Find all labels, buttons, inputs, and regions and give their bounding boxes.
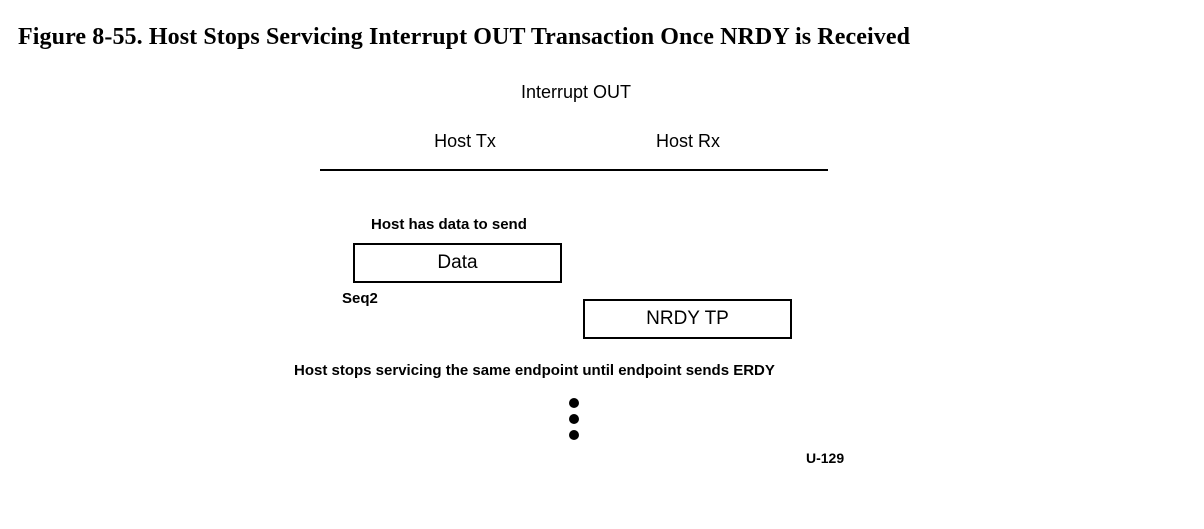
column-header-host-tx: Host Tx (434, 131, 496, 151)
diagram-title: Interrupt OUT (520, 82, 632, 102)
ellipsis-dot (568, 398, 579, 408)
header-separator-rule (320, 169, 828, 171)
packet-box-nrdy-tp: NRDY TP (583, 299, 792, 339)
vertical-ellipsis-icon (568, 398, 579, 440)
ellipsis-dot (568, 414, 579, 424)
annotation-seq2: Seq2 (342, 290, 378, 307)
ellipsis-dot (568, 430, 579, 440)
annotation-host-has-data: Host has data to send (371, 216, 527, 233)
figure-caption: Figure 8-55. Host Stops Servicing Interr… (18, 24, 911, 50)
annotation-host-stops-servicing: Host stops servicing the same endpoint u… (294, 362, 775, 379)
packet-box-data: Data (353, 243, 562, 283)
column-header-host-rx: Host Rx (655, 131, 720, 151)
page-reference-label: U-129 (806, 450, 845, 466)
